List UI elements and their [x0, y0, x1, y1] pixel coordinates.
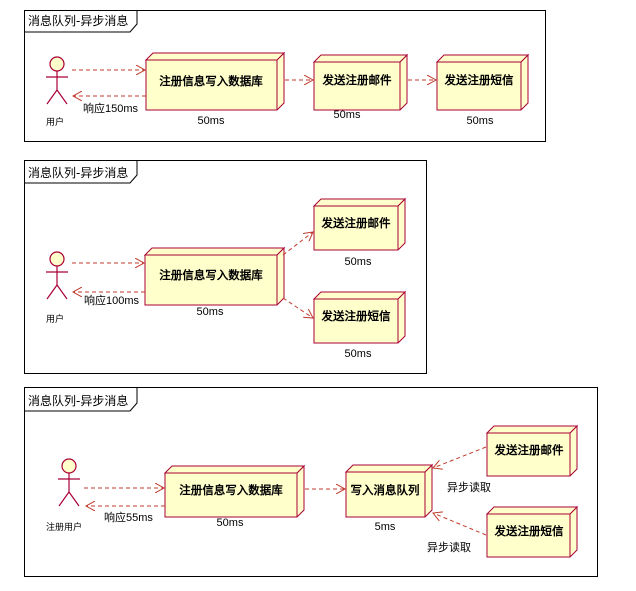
response-label-1: 响应150ms	[83, 101, 139, 115]
email-time-2: 50ms	[345, 256, 372, 268]
actor-icon-3	[57, 458, 81, 507]
actor-label-2: 用户	[46, 313, 64, 325]
email-label-2: 发送注册邮件	[321, 216, 391, 230]
response-label-2: 响应100ms	[84, 293, 140, 307]
actor-icon-2	[45, 251, 69, 300]
db-label-3: 注册信息写入数据库	[179, 483, 283, 497]
db-node-1: 注册信息写入数据库	[144, 51, 286, 111]
email-time-1: 50ms	[334, 109, 361, 121]
db-node-3: 注册信息写入数据库	[163, 464, 306, 518]
actor-label-3: 注册用户	[46, 521, 82, 533]
queue-label-3: 写入消息队列	[351, 483, 420, 497]
sms-time-1: 50ms	[467, 115, 494, 127]
async-read-label-1: 异步读取	[447, 480, 491, 494]
response-label-3: 响应55ms	[104, 510, 153, 524]
actor-icon-1	[45, 56, 69, 105]
title-1: 消息队列-异步消息	[28, 13, 128, 28]
sms-label-1: 发送注册短信	[444, 73, 514, 87]
email-label-1: 发送注册邮件	[322, 73, 392, 87]
sms-node-2: 发送注册短信	[312, 290, 407, 344]
db-time-3: 50ms	[217, 517, 244, 529]
sms-node-3: 发送注册短信	[485, 505, 579, 558]
arrow-email-queue-3	[433, 446, 487, 468]
sms-time-2: 50ms	[345, 348, 372, 360]
email-node-3: 发送注册邮件	[485, 424, 579, 477]
email-node-1: 发送注册邮件	[312, 53, 409, 111]
sms-node-1: 发送注册短信	[435, 53, 530, 111]
db-time-1: 50ms	[198, 115, 225, 127]
sms-label-2: 发送注册短信	[321, 309, 391, 323]
db-time-2: 50ms	[197, 306, 224, 318]
arrow-db-email-2	[282, 232, 313, 256]
queue-time-3: 5ms	[375, 521, 396, 533]
arrow-sms-queue-3	[433, 513, 487, 536]
diagram-2: 消息队列-异步消息 用户 注册信息写入数据库 50ms 发送注册邮件 50ms …	[24, 160, 407, 360]
title-2: 消息队列-异步消息	[28, 165, 128, 180]
sms-label-3: 发送注册短信	[494, 524, 564, 538]
actor-label-1: 用户	[46, 116, 64, 128]
email-node-2: 发送注册邮件	[312, 197, 407, 251]
email-label-3: 发送注册邮件	[494, 443, 564, 457]
title-3: 消息队列-异步消息	[28, 393, 128, 408]
diagram-3: 消息队列-异步消息 注册用户 注册信息写入数据库 50ms 写入消息队列 5ms…	[24, 387, 579, 558]
db-label-1: 注册信息写入数据库	[159, 74, 263, 88]
queue-node-3: 写入消息队列	[344, 463, 434, 518]
arrow-db-sms-2	[282, 297, 313, 318]
db-node-2: 注册信息写入数据库	[143, 246, 286, 306]
diagram-1: 消息队列-异步消息 用户 注册信息写入数据库 50ms 发送注册邮件 50ms …	[24, 10, 530, 128]
db-label-2: 注册信息写入数据库	[159, 268, 263, 282]
async-read-label-2: 异步读取	[427, 540, 471, 554]
